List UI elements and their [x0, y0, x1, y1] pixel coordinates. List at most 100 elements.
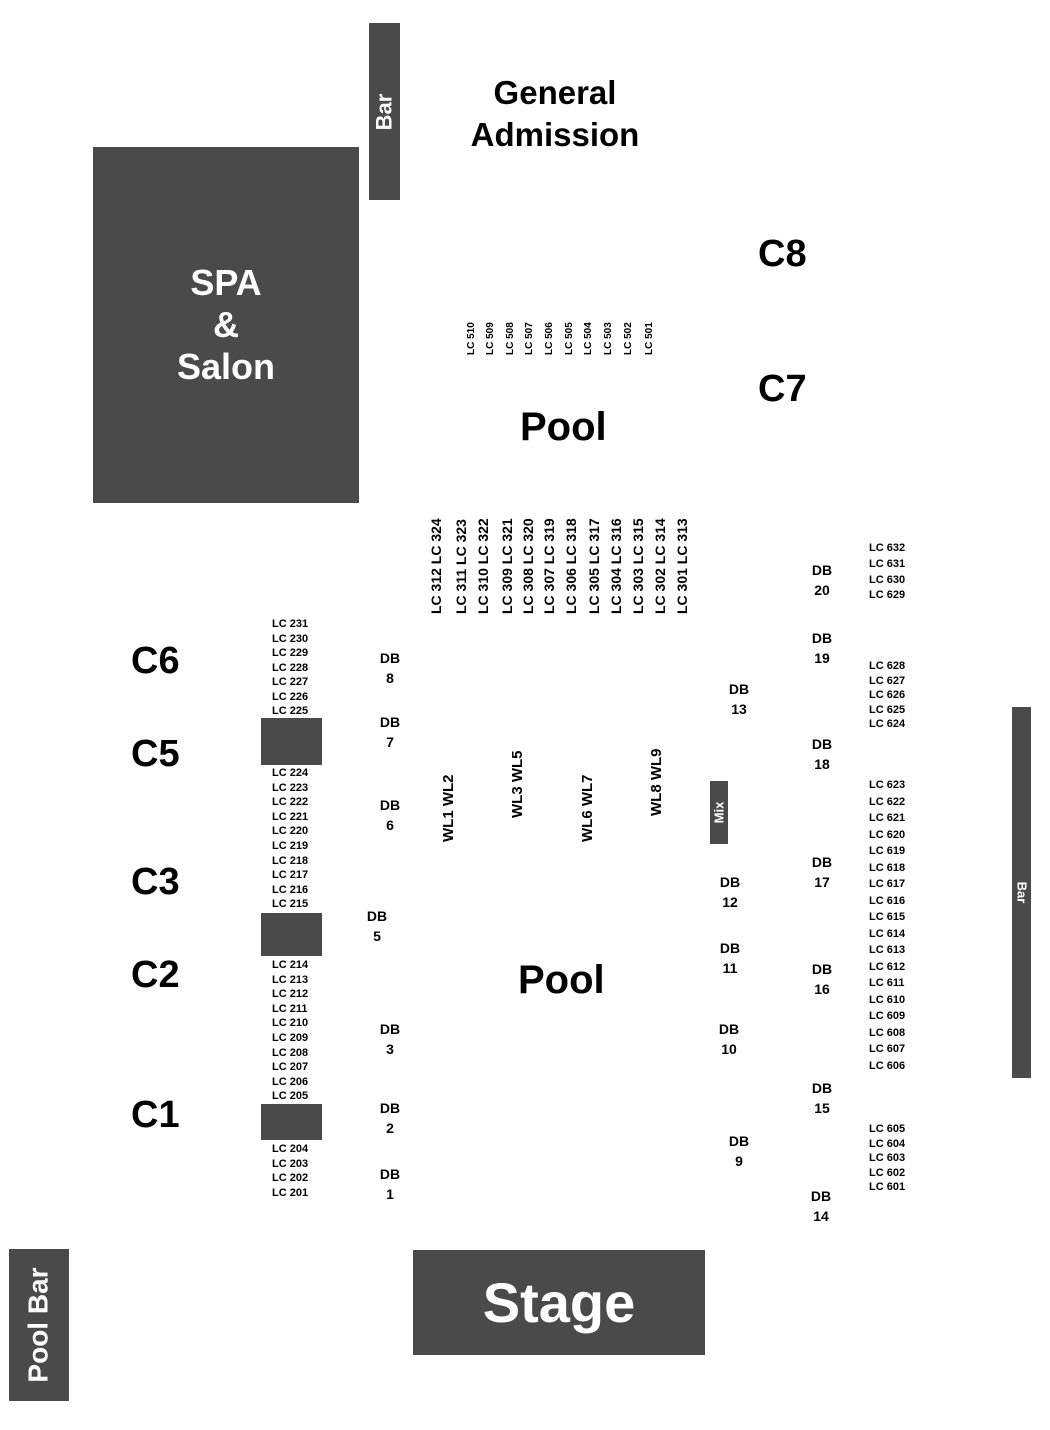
lc-seat-label[interactable]: LC 221	[272, 810, 309, 823]
lc-seat-label[interactable]: LC 610	[869, 993, 906, 1006]
section-c8[interactable]: C8	[758, 233, 807, 275]
lc-seat-label[interactable]: LC 204	[272, 1143, 309, 1155]
lc-seat-label[interactable]: LC 205	[272, 1090, 309, 1103]
mix-booth[interactable]: Mix	[710, 781, 728, 844]
general-admission-label[interactable]: General Admission	[470, 74, 640, 153]
lc-seat-label[interactable]: LC 305 LC 317	[586, 518, 602, 614]
lc-seat-label[interactable]: LC 630	[869, 573, 906, 586]
lc-seat-label[interactable]: LC 601	[869, 1181, 906, 1194]
lc-seat-label[interactable]: LC 510	[466, 322, 477, 355]
lc-seat-label[interactable]: LC 623	[869, 779, 906, 791]
lc-seat-label[interactable]: LC 604	[869, 1137, 906, 1150]
lc-seat-label[interactable]: LC 208	[272, 1046, 309, 1059]
lc-seat-label[interactable]: LC 311 LC 323	[453, 519, 469, 614]
lc-seat-label[interactable]: LC 231	[272, 618, 309, 630]
stage[interactable]: Stage	[413, 1250, 705, 1355]
lc-seat-label[interactable]: LC 224	[272, 767, 309, 779]
lc-seat-label[interactable]: LC 206	[272, 1075, 309, 1088]
lc-seat-label[interactable]: LC 615	[869, 911, 906, 923]
lc-seat-label[interactable]: LC 304 LC 316	[608, 518, 624, 614]
lc-seat-label[interactable]: LC 310 LC 322	[475, 518, 491, 614]
lc-seat-label[interactable]: LC 616	[869, 894, 906, 907]
lc-seat-label[interactable]: LC 201	[272, 1186, 309, 1199]
lc-seat-label[interactable]: LC 505	[564, 322, 575, 355]
lc-seat-label[interactable]: LC 309 LC 321	[499, 518, 515, 614]
lc-seat-label[interactable]: LC 501	[644, 322, 655, 355]
lc-seat-label[interactable]: LC 608	[869, 1026, 906, 1039]
lc-seat-label[interactable]: LC 308 LC 320	[520, 518, 536, 614]
lc-seat-label[interactable]: LC 509	[485, 322, 496, 355]
lc-seat-label[interactable]: LC 230	[272, 632, 309, 645]
lc-seat-label[interactable]: LC 508	[505, 322, 516, 355]
lc-seat-label[interactable]: LC 631	[869, 557, 906, 570]
lc-seat-label[interactable]: LC 628	[869, 660, 906, 672]
lc-seat-label[interactable]: LC 614	[869, 927, 906, 940]
lc-seat-label[interactable]: LC 210	[272, 1017, 309, 1030]
lc-seat-label[interactable]: LC 202	[272, 1172, 309, 1185]
lc-seat-label[interactable]: LC 504	[583, 322, 594, 355]
lc-seat-label[interactable]: LC 621	[869, 812, 906, 824]
lc-seat-label[interactable]: LC 625	[869, 703, 906, 716]
lc-seat-label[interactable]: LC 629	[869, 589, 906, 602]
section-c7[interactable]: C7	[758, 368, 807, 410]
wl-marker[interactable]: WL6 WL7	[579, 774, 596, 843]
pool-bar[interactable]: Pool Bar	[9, 1249, 69, 1401]
section-c6[interactable]: C6	[131, 640, 180, 682]
lc-seat-label[interactable]: LC 217	[272, 869, 309, 882]
pool-bottom-label[interactable]: Pool	[518, 958, 605, 1002]
lc-seat-label[interactable]: LC 609	[869, 1010, 906, 1022]
lc-seat-label[interactable]: LC 214	[272, 959, 309, 971]
lc-seat-label[interactable]: LC 227	[272, 676, 309, 688]
lc-seat-label[interactable]: LC 209	[272, 1031, 309, 1044]
lc-seat-label[interactable]: LC 212	[272, 988, 309, 1001]
lc-seat-label[interactable]: LC 216	[272, 883, 309, 896]
lc-seat-label[interactable]: LC 207	[272, 1061, 309, 1074]
lc-seat-label[interactable]: LC 622	[869, 795, 906, 808]
lc-seat-label[interactable]: LC 228	[272, 661, 309, 674]
lc-seat-label[interactable]: LC 632	[869, 542, 906, 554]
lc-seat-label[interactable]: LC 503	[603, 322, 614, 355]
lc-seat-label[interactable]: LC 606	[869, 1059, 906, 1072]
bar-right[interactable]: Bar	[1012, 707, 1031, 1078]
lc-seat-label[interactable]: LC 223	[272, 781, 309, 794]
lc-seat-label[interactable]: LC 619	[869, 845, 906, 857]
section-c1[interactable]: C1	[131, 1094, 180, 1136]
lc-seat-label[interactable]: LC 617	[869, 878, 906, 890]
lc-seat-label[interactable]: LC 624	[869, 718, 906, 731]
lc-seat-label[interactable]: LC 220	[272, 825, 309, 838]
lc-seat-label[interactable]: LC 602	[869, 1166, 906, 1179]
lc-seat-label[interactable]: LC 603	[869, 1152, 906, 1165]
lc-seat-label[interactable]: LC 507	[524, 322, 535, 355]
bar-top[interactable]: Bar	[369, 23, 400, 200]
lc-seat-label[interactable]: LC 229	[272, 647, 309, 659]
lc-seat-label[interactable]: LC 213	[272, 973, 309, 986]
wl-marker[interactable]: WL8 WL9	[648, 748, 665, 817]
lc-seat-label[interactable]: LC 225	[272, 705, 309, 717]
lc-seat-label[interactable]: LC 307 LC 319	[541, 518, 557, 614]
lc-seat-label[interactable]: LC 506	[544, 322, 555, 355]
lc-seat-label[interactable]: LC 607	[869, 1043, 906, 1055]
lc-seat-label[interactable]: LC 203	[272, 1157, 309, 1170]
lc-seat-label[interactable]: LC 605	[869, 1123, 906, 1135]
lc-seat-label[interactable]: LC 303 LC 315	[630, 518, 646, 614]
section-c2[interactable]: C2	[131, 954, 180, 996]
wl-marker[interactable]: WL1 WL2	[440, 774, 457, 843]
lc-seat-label[interactable]: LC 211	[272, 1002, 308, 1015]
lc-seat-label[interactable]: LC 613	[869, 944, 906, 956]
